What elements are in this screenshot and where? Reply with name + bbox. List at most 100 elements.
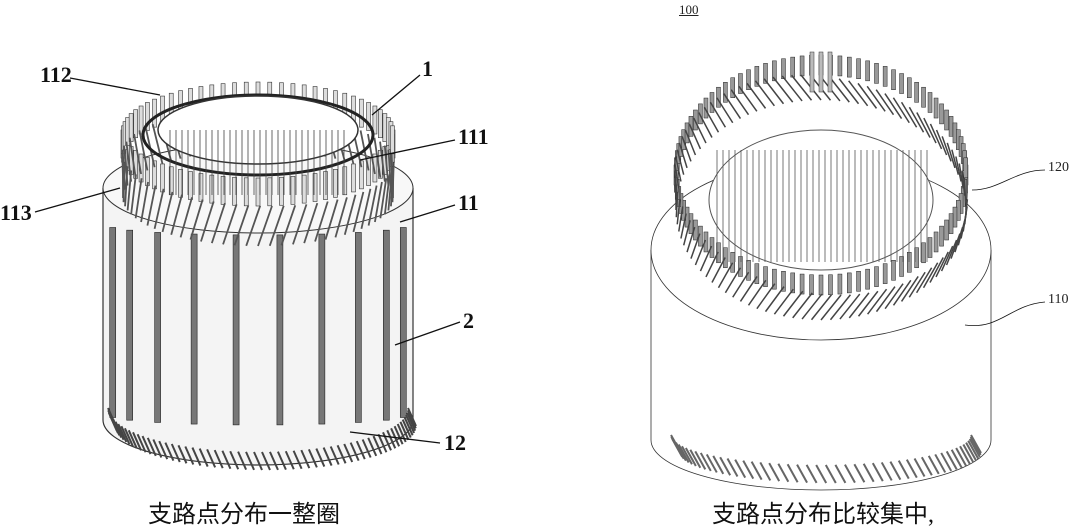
bottom-end-turn: [229, 450, 240, 470]
top-end-turn: [929, 257, 944, 283]
top-end-turn: [222, 204, 238, 245]
label-112: 112: [40, 62, 72, 87]
bottom-end-turn: [152, 439, 163, 458]
top-end-turn: [146, 185, 157, 226]
hairpin-terminal: [267, 177, 273, 207]
top-end-turn: [138, 130, 149, 171]
top-end-turn: [900, 276, 919, 302]
top-end-turn: [781, 75, 803, 102]
top-end-turn: [367, 133, 376, 175]
top-end-turn: [935, 251, 949, 278]
hairpin-terminal: [865, 268, 870, 290]
top-end-turn: [773, 288, 794, 315]
top-end-turn: [739, 276, 758, 302]
hairpin-terminal: [359, 160, 364, 190]
hairpin-terminal: [847, 272, 852, 294]
top-end-turn: [134, 178, 143, 219]
hairpin-terminal: [809, 274, 814, 296]
bottom-end-turn: [382, 431, 392, 451]
core-slot-bar: [355, 232, 362, 423]
top-end-turn: [674, 163, 680, 189]
hairpin-terminal: [290, 176, 296, 205]
bottom-end-turn: [955, 447, 968, 467]
bottom-end-turn: [349, 442, 360, 462]
hairpin-terminal: [378, 109, 383, 139]
top-end-turn: [954, 226, 964, 253]
bottom-end-turn: [805, 464, 818, 484]
top-end-turn: [292, 204, 308, 245]
top-end-turn: [961, 170, 966, 196]
bottom-end-turn: [206, 448, 217, 468]
hairpin-terminal: [301, 174, 307, 204]
bottom-end-turn: [329, 446, 340, 465]
bottom-end-turn: [406, 409, 417, 429]
bottom-end-turn: [853, 463, 866, 483]
top-end-turn: [374, 181, 383, 223]
top-end-turn: [303, 202, 319, 244]
bottom-end-turn: [136, 433, 147, 453]
hairpin-terminal: [763, 266, 768, 287]
left-stator-drawing: [102, 81, 417, 471]
bottom-end-turn: [913, 457, 926, 477]
top-end-turn: [705, 251, 719, 278]
hairpin-terminal: [944, 219, 949, 241]
bottom-end-turn: [967, 440, 980, 460]
lead-terminal: [809, 51, 815, 93]
top-end-turn: [352, 191, 365, 233]
label-110: 110: [1048, 292, 1069, 307]
hairpin-terminal: [952, 206, 958, 228]
top-end-turn: [179, 197, 193, 238]
hairpin-terminal: [188, 171, 193, 200]
bottom-end-turn: [367, 437, 378, 457]
caption-right: 支路点分布比较集中,: [712, 502, 934, 528]
core-slot-bar: [318, 233, 326, 425]
top-end-turn: [756, 283, 776, 310]
bottom-end-turn: [768, 462, 781, 482]
top-end-turn: [884, 93, 903, 119]
hairpin-terminal: [312, 173, 318, 202]
top-end-turn: [343, 194, 357, 236]
hairpin-terminal: [899, 256, 904, 277]
hairpin-terminal: [837, 55, 843, 77]
core-slot-bar: [383, 229, 390, 421]
hairpin-terminal: [372, 153, 378, 183]
bottom-end-turn: [269, 451, 279, 471]
bottom-end-turn: [862, 463, 875, 483]
hairpin-terminal: [874, 266, 879, 287]
hairpin-terminal: [874, 63, 879, 84]
bottom-end-turn: [164, 442, 175, 462]
bottom-end-turn: [221, 450, 232, 470]
top-end-turn: [782, 290, 804, 317]
top-end-turn: [709, 101, 727, 128]
top-end-turn: [210, 202, 226, 244]
bottom-end-turn: [681, 445, 693, 465]
top-end-turn: [839, 293, 861, 320]
label-1: 1: [422, 56, 433, 81]
top-end-turn: [686, 226, 696, 253]
top-end-turn: [245, 205, 262, 247]
top-end-turn: [935, 129, 948, 156]
core-slot-bar: [190, 233, 198, 425]
hairpin-terminal: [856, 58, 861, 79]
top-end-turn: [257, 205, 273, 247]
bottom-end-turn: [300, 449, 311, 469]
hairpin-terminal: [738, 73, 743, 94]
bottom-end-turn: [158, 440, 169, 460]
top-end-turn: [367, 185, 378, 226]
top-end-turn: [792, 292, 813, 319]
top-end-turn: [884, 283, 904, 310]
hairpin-terminal: [818, 274, 824, 296]
top-end-turn: [738, 85, 758, 112]
top-end-turn: [123, 145, 129, 186]
bottom-end-turn: [355, 440, 366, 460]
bottom-end-turn: [372, 435, 383, 455]
bottom-end-turn: [677, 443, 690, 463]
hairpin-terminal: [799, 273, 805, 295]
top-end-turn: [170, 194, 183, 236]
bottom-end-turn: [401, 419, 412, 438]
hairpin-terminal: [698, 103, 703, 125]
top-end-turn: [280, 204, 297, 246]
hairpin-terminal: [914, 82, 919, 103]
bottom-end-turn: [777, 463, 790, 483]
top-end-turn: [130, 174, 137, 215]
